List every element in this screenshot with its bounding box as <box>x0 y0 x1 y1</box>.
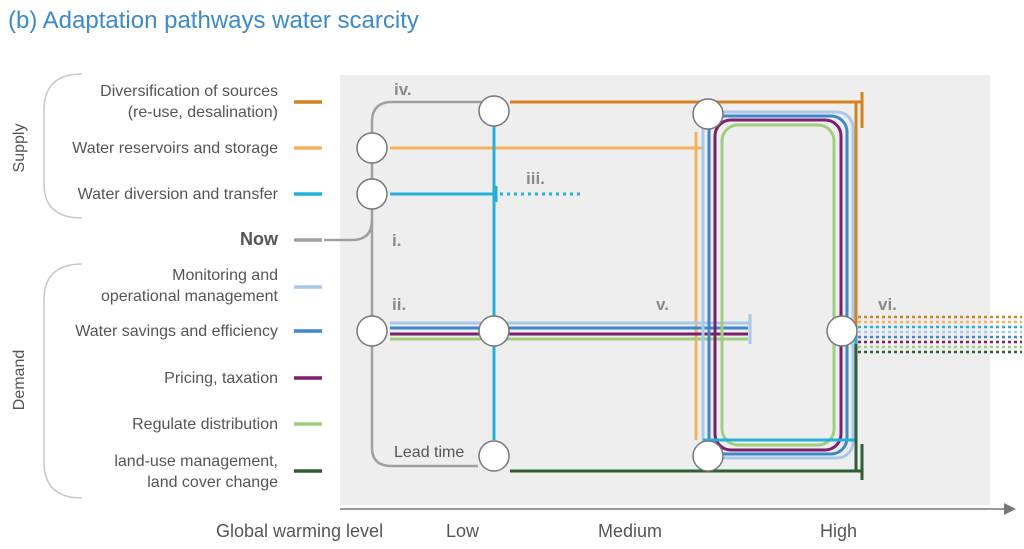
decision-node-lead-time <box>478 440 510 472</box>
option-label-savings: Water savings and efficiency <box>75 323 278 340</box>
decision-node-demand-start <box>356 315 388 347</box>
decision-node-low-demand <box>478 315 510 347</box>
warming-axis-label: Global warming level <box>216 521 383 541</box>
option-label-diversion: Water diversion and transfer <box>78 186 279 203</box>
decision-node-low-top <box>478 95 510 127</box>
annotation-iv: iv. <box>394 80 412 99</box>
warming-tick-medium: Medium <box>598 521 662 541</box>
option-label-reservoirs: Water reservoirs and storage <box>72 140 278 157</box>
decision-node-high <box>826 315 858 347</box>
supply-bracket <box>43 73 83 219</box>
demand-bracket <box>43 263 83 499</box>
warming-axis-arrow <box>1004 503 1016 515</box>
demand-group-label: Demand <box>11 350 28 410</box>
loop-savings <box>707 114 849 456</box>
loop-regulate <box>720 123 836 447</box>
decision-node-diversion <box>356 178 388 210</box>
option-label-monitoring-detail: operational management <box>101 288 279 305</box>
decision-node-reservoirs <box>356 132 388 164</box>
loop-monitoring <box>701 110 855 460</box>
option-label-diversification-detail: (re-use, desalination) <box>128 104 278 121</box>
now-label: Now <box>240 229 279 249</box>
option-label-landuse-detail: land cover change <box>147 474 278 491</box>
option-label-regulate: Regulate distribution <box>132 416 278 433</box>
annotation-ii: ii. <box>392 295 406 314</box>
option-label-monitoring: Monitoring and <box>172 267 278 284</box>
pathway-panel <box>340 75 990 505</box>
now-connector-upper <box>324 100 492 242</box>
annotation-i: i. <box>392 231 401 250</box>
annotation-vi: vi. <box>878 295 897 314</box>
option-label-pricing: Pricing, taxation <box>164 370 278 387</box>
annotation-iii: iii. <box>526 169 545 188</box>
supply-group-label: Supply <box>11 124 28 173</box>
decision-node-medium-bottom <box>692 440 724 472</box>
option-label-landuse: land-use management, <box>114 453 278 470</box>
now-connector-lower <box>370 220 478 468</box>
lead-time-label: Lead time <box>394 444 464 461</box>
annotation-v: v. <box>656 295 669 314</box>
warming-tick-high: High <box>820 521 857 541</box>
decision-node-medium-top <box>692 98 724 130</box>
warming-tick-low: Low <box>446 521 480 541</box>
loop-pricing <box>713 118 843 452</box>
option-label-diversification: Diversification of sources <box>100 83 278 100</box>
figure-title: (b) Adaptation pathways water scarcity <box>8 7 419 34</box>
